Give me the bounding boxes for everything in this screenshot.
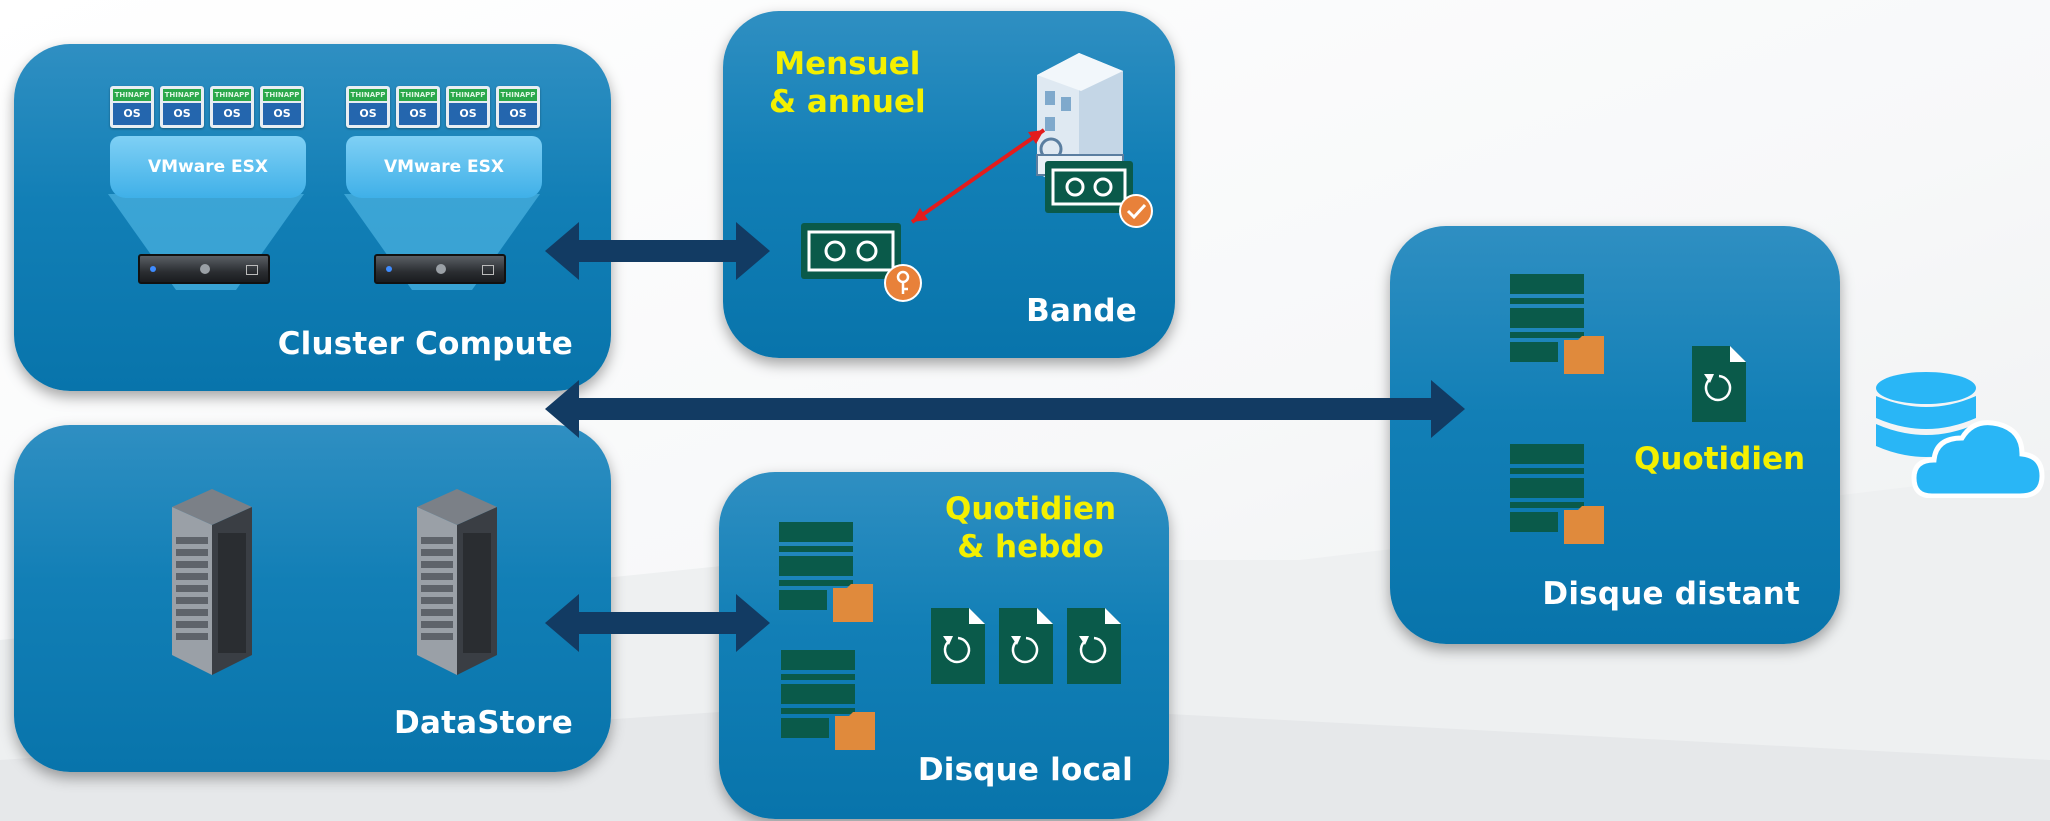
- rack-server-icon: [417, 489, 497, 675]
- disque-distant-panel: Quotidien Disque distant: [1390, 226, 1840, 644]
- backup-stack-icon: [1510, 274, 1604, 374]
- disque-local-panel: Quotidien & hebdo Disque local: [719, 472, 1169, 819]
- database-cloud-icon: [1876, 372, 2045, 498]
- restore-file-icon: [1067, 608, 1121, 684]
- bande-schedule: Mensuel & annuel: [769, 46, 926, 120]
- disque-local-schedule: Quotidien & hebdo: [945, 491, 1117, 565]
- tape-icon: [1045, 161, 1133, 213]
- disque-distant-label: Disque distant: [1542, 576, 1800, 612]
- backup-stack-icon: [781, 650, 875, 750]
- bande-panel: Mensuel & annuel Bande: [723, 11, 1175, 358]
- restore-file-icon: [999, 608, 1053, 684]
- key-badge-icon: [884, 264, 922, 302]
- arrow-datastore-disque-local: [545, 594, 770, 652]
- cluster-compute-label: Cluster Compute: [277, 326, 573, 362]
- disque-distant-schedule: Quotidien: [1634, 441, 1806, 477]
- esx-beam-right: [344, 194, 540, 290]
- tape-transfer-arrow: [910, 128, 1046, 224]
- vmware-esx-host-left: VMware ESX: [110, 136, 306, 198]
- datastore-label: DataStore: [394, 705, 573, 741]
- esx-beam-left: [108, 194, 304, 290]
- disque-local-label: Disque local: [917, 752, 1133, 788]
- restore-file-icon: [1692, 346, 1746, 422]
- arrow-cluster-disque-distant: [545, 380, 1465, 438]
- tape-icon: [801, 223, 901, 279]
- check-badge-icon: [1119, 194, 1153, 228]
- vmware-esx-host-right: VMware ESX: [346, 136, 542, 198]
- bande-label: Bande: [1026, 293, 1137, 329]
- rack-server-icon: [172, 489, 252, 675]
- backup-stack-icon: [1510, 444, 1604, 544]
- server-icon: [138, 254, 270, 284]
- restore-file-icon: [931, 608, 985, 684]
- arrow-cluster-bande: [545, 222, 770, 280]
- datastore-panel: DataStore: [14, 425, 611, 772]
- server-icon: [374, 254, 506, 284]
- backup-stack-icon: [779, 522, 873, 622]
